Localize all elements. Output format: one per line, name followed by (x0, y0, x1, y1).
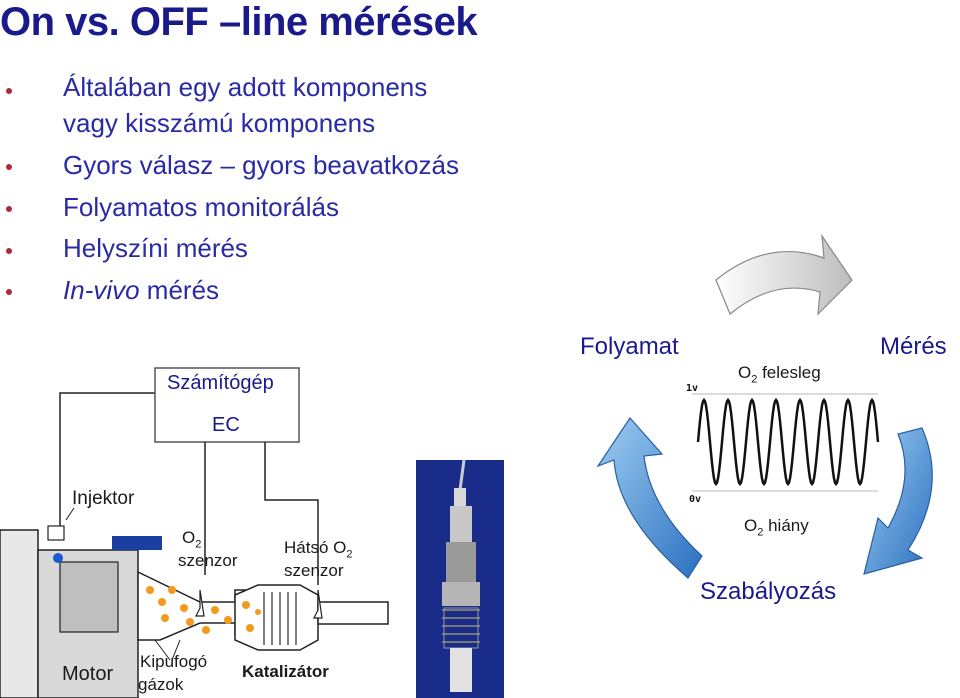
bullet-dot (6, 289, 12, 295)
o2-lack-label: O2 hiány (744, 516, 809, 542)
slide-title: On vs. OFF –line mérések (0, 0, 960, 45)
exhaust-label-2: gázok (138, 675, 183, 695)
left-arrow-icon (598, 418, 702, 578)
computer-label: Számítógép (167, 372, 274, 395)
bullet-1-line2: vagy kisszámú komponens (63, 108, 375, 138)
top-arrow-icon (716, 236, 852, 314)
bullet-2: Gyors válasz – gyors beavatkozás (63, 150, 459, 180)
rear-o2-word: szenzor (284, 561, 344, 581)
bullet-dot (6, 88, 12, 94)
o2-sensor-photo (416, 460, 504, 698)
measurement-label: Mérés (880, 333, 947, 361)
bullet-dot (6, 164, 12, 170)
motor-label: Motor (62, 663, 113, 686)
o2-sensor-word: szenzor (178, 551, 238, 571)
injector-icon (48, 526, 64, 540)
bullet-4: Helyszíni mérés (63, 233, 248, 263)
o2-excess-label: O2 felesleg (738, 363, 821, 389)
bullet-1-line1: Általában egy adott komponens (63, 72, 427, 102)
bullet-dot (6, 248, 12, 254)
regulation-label: Szabályozás (700, 578, 836, 606)
ec-label: EC (212, 414, 240, 437)
voltage-low: 0v (689, 494, 701, 505)
catalyst-icon (235, 585, 318, 650)
bullet-3: Folyamatos monitorálás (63, 192, 339, 222)
catalyst-label: Katalizátor (242, 662, 329, 682)
voltage-high: 1v (686, 383, 698, 394)
exhaust-label-1: Kipufogó (140, 652, 207, 672)
bullet-dot (6, 206, 12, 212)
bullet-5: In-vivo mérés (63, 275, 219, 305)
bullet-5-rest: mérés (140, 275, 219, 305)
injector-label: Injektor (72, 488, 134, 510)
right-arrow-icon (864, 428, 932, 574)
o2-sensor-wave (698, 400, 878, 484)
bullet-5-italic: In-vivo (63, 275, 140, 305)
control-cycle (578, 228, 960, 698)
process-label: Folyamat (580, 333, 679, 361)
